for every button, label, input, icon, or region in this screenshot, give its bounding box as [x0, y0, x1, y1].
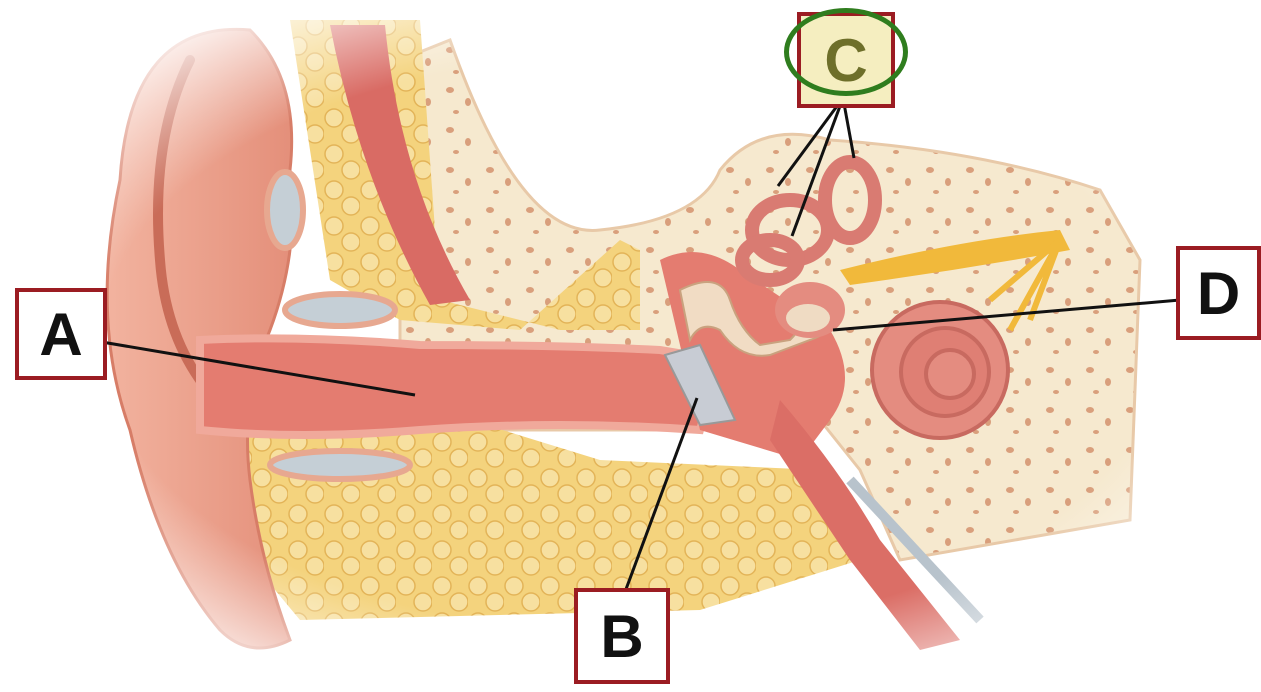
- highlight-circle: [784, 8, 908, 96]
- label-a: A: [15, 288, 107, 380]
- label-b: B: [574, 588, 670, 684]
- label-d: D: [1176, 246, 1261, 340]
